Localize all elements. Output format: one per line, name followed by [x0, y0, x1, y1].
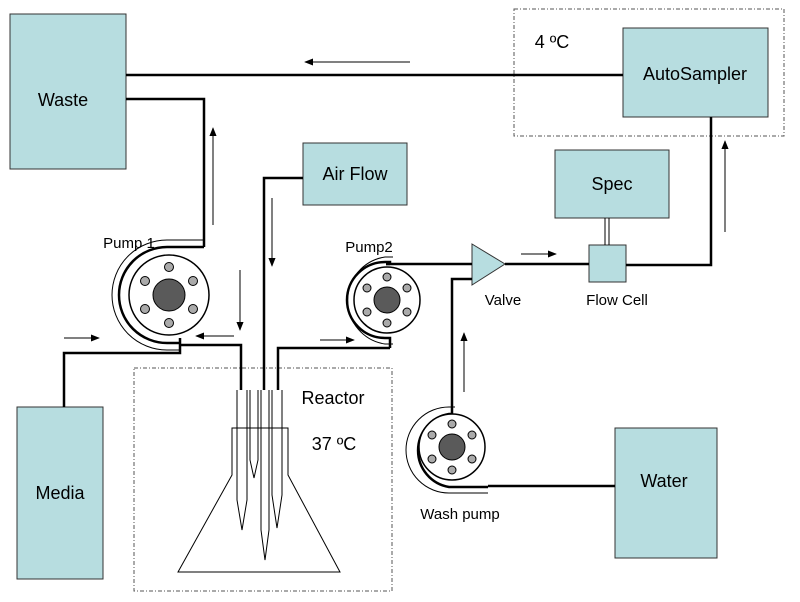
wash-pump: Wash pump	[405, 406, 500, 523]
pump-1: Pump 1	[103, 235, 210, 351]
air-flow-label: Air Flow	[322, 164, 388, 184]
cold-zone-enclosure	[513, 8, 785, 137]
pump-2: Pump2	[345, 239, 421, 348]
flow-arrows	[64, 58, 729, 392]
spec-label: Spec	[591, 174, 632, 194]
waste-label: Waste	[38, 90, 88, 110]
reactor-flask: Reactor 37 ºC	[177, 388, 365, 573]
cold-temp-label: 4 ºC	[535, 32, 570, 52]
flow-cell	[588, 218, 627, 283]
pump-1-label: Pump 1	[103, 235, 155, 252]
reactor-temp-label: 37 ºC	[312, 434, 357, 454]
flow-cell-label: Flow Cell	[586, 292, 648, 309]
water-label: Water	[640, 471, 687, 491]
waste-box: Waste	[9, 13, 127, 170]
tubing	[62, 73, 713, 488]
media-box: Media	[16, 406, 104, 580]
autosampler-box: AutoSampler	[622, 27, 769, 118]
valve-label: Valve	[485, 292, 521, 309]
spec-box: Spec	[554, 149, 670, 219]
media-label: Media	[35, 483, 85, 503]
valve	[471, 243, 506, 286]
autosampler-label: AutoSampler	[643, 64, 747, 84]
water-box: Water	[614, 427, 718, 559]
reactor-label: Reactor	[301, 388, 364, 408]
pump-2-label: Pump2	[345, 239, 393, 256]
wash-pump-label: Wash pump	[420, 506, 499, 523]
air-flow-box: Air Flow	[302, 142, 408, 206]
